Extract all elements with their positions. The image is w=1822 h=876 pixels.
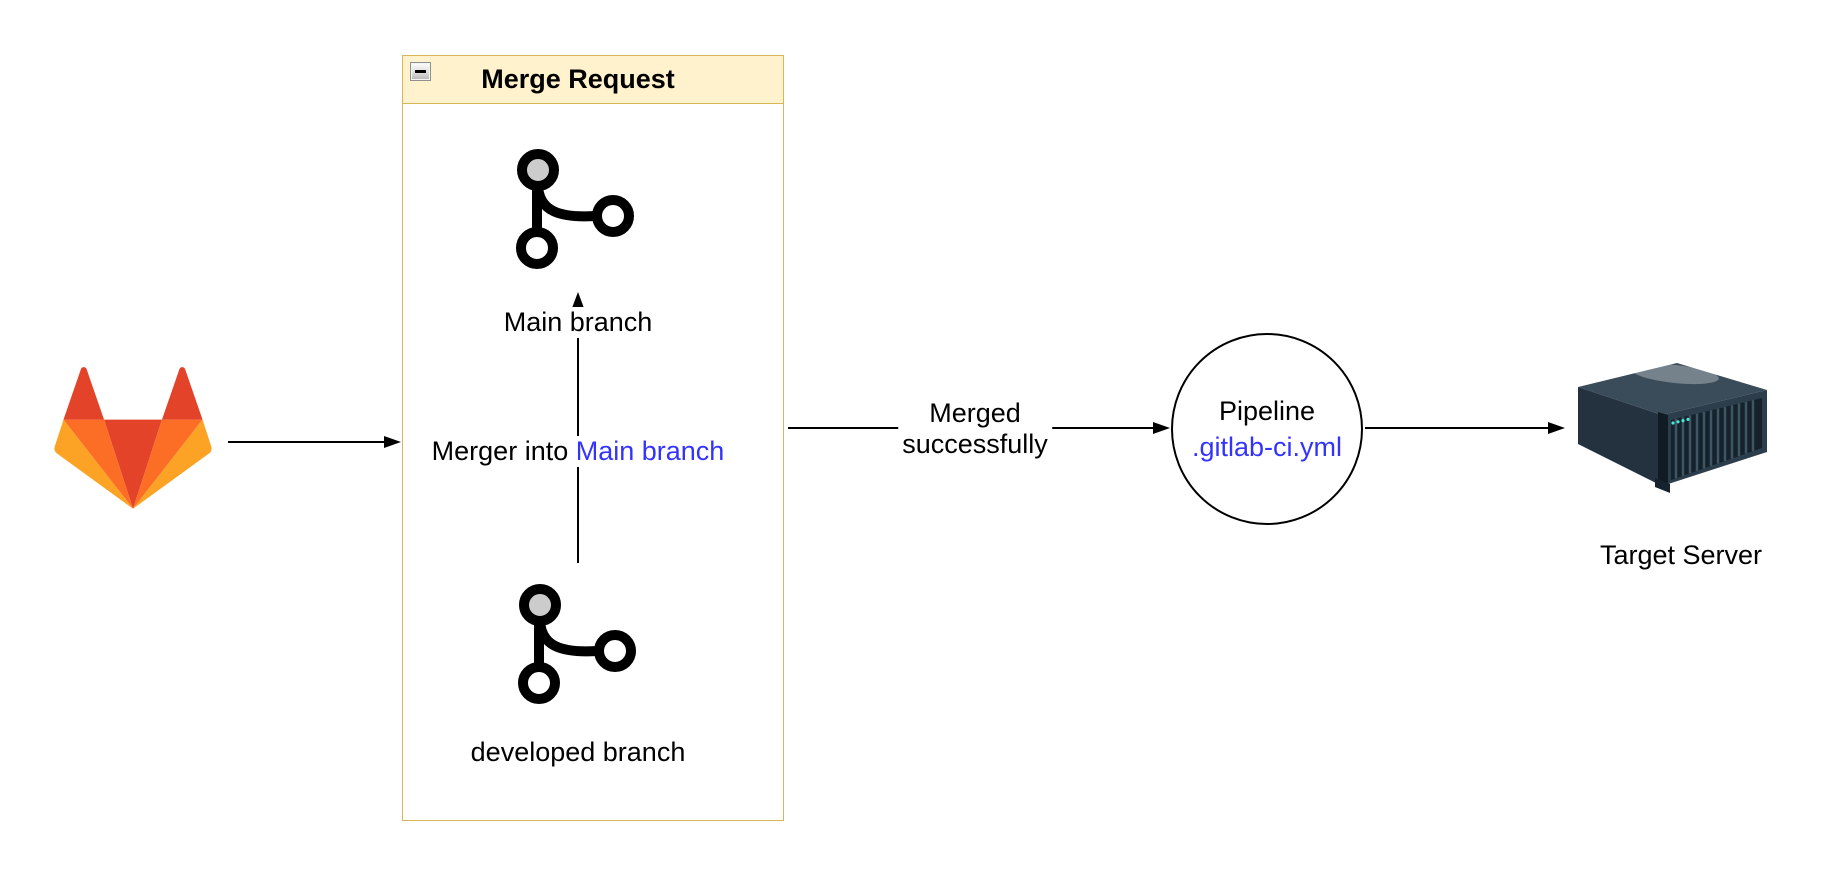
gitlab-tanuki-icon: [54, 367, 212, 509]
arrowhead-right-icon: [384, 436, 401, 448]
main-branch-link[interactable]: Main branch: [575, 436, 725, 466]
rack-server-icon: [1578, 363, 1767, 493]
developed-branch-label[interactable]: developed branch: [466, 737, 690, 768]
arrowhead-right-icon: [1153, 422, 1170, 434]
target-server-node[interactable]: [1575, 360, 1770, 495]
arrowhead-right-icon: [1548, 422, 1565, 434]
merger-into-label[interactable]: Merger into Main branch: [427, 436, 729, 467]
git-branch-icon-developed[interactable]: [507, 573, 647, 723]
merge-request-title: Merge Request: [481, 64, 675, 94]
git-branch-icon-main[interactable]: [505, 138, 645, 288]
merged-successfully-label[interactable]: Merged successfully: [898, 398, 1052, 460]
gitlab-logo[interactable]: [38, 353, 228, 525]
merge-request-header: Merge Request: [403, 56, 783, 104]
pipeline-title: Pipeline: [1218, 396, 1316, 426]
main-branch-label[interactable]: Main branch: [499, 307, 657, 338]
collapse-button[interactable]: [410, 62, 431, 81]
pipeline-node[interactable]: Pipeline .gitlab-ci.yml: [1171, 333, 1363, 525]
minus-icon: [415, 70, 426, 73]
target-server-label[interactable]: Target Server: [1599, 540, 1763, 570]
pipeline-file-link[interactable]: .gitlab-ci.yml: [1191, 432, 1343, 462]
